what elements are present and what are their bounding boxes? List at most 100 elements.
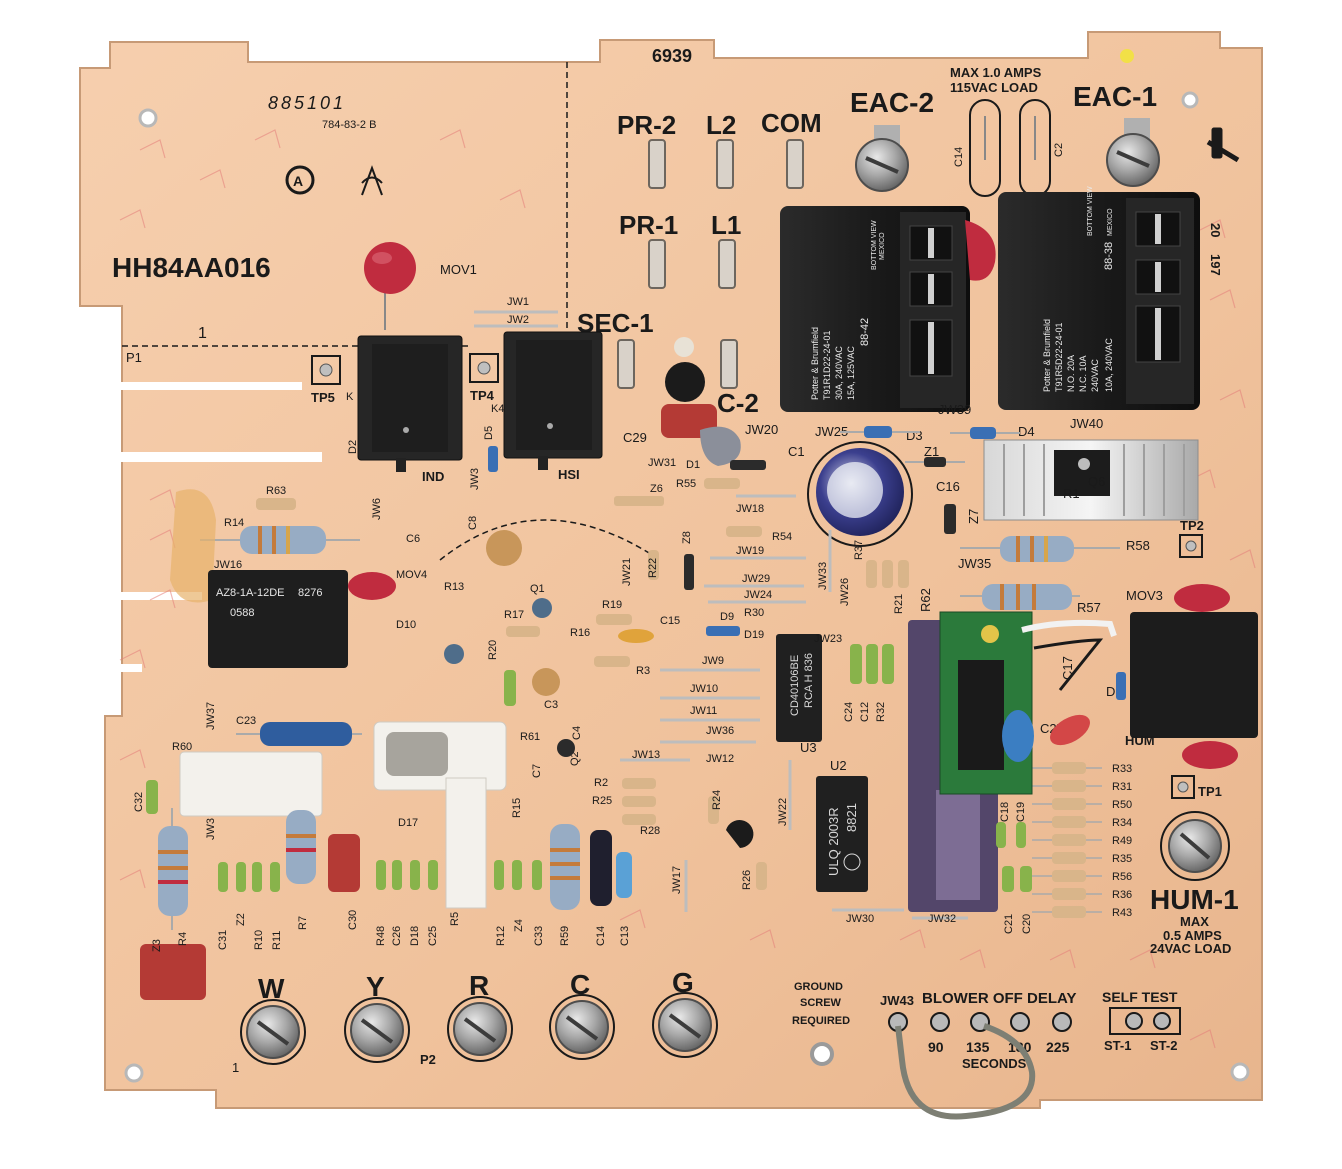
svg-text:R4: R4 (177, 932, 189, 946)
eac1-screw-terminal[interactable] (1106, 118, 1160, 187)
capacitor-blue-axial (236, 722, 362, 746)
c29-label: C29 (623, 430, 647, 445)
svg-text:JW17: JW17 (671, 866, 683, 894)
terminal-pr1-label: PR-1 (619, 210, 678, 240)
c2-partial-label: C-2 (717, 388, 759, 418)
svg-text:A: A (293, 173, 303, 189)
black-wire (1033, 638, 1104, 691)
capacitor-red-ceramic (1050, 714, 1090, 746)
svg-text:D18: D18 (409, 926, 421, 946)
board-code: 784-83-2 B (322, 119, 376, 131)
relay-small-markings: AZ8-1A-12DE 8276 0588 (216, 587, 322, 619)
terminal-g-label: G (672, 967, 694, 998)
heatsink-q6 (983, 439, 1199, 521)
svg-text:240VAC: 240VAC (1090, 359, 1100, 392)
glue-blob-left (170, 489, 216, 603)
relay-ind (357, 335, 463, 472)
svg-text:JW22: JW22 (777, 798, 789, 826)
terminal-c-label: C (570, 969, 590, 1000)
svg-text:R22: R22 (647, 558, 659, 578)
svg-text:JW16: JW16 (214, 559, 242, 571)
resistor-array-right (1032, 762, 1102, 918)
svg-text:MEXICO: MEXICO (879, 232, 886, 260)
relay-k2-markings: Potter & Brumfield T91R5D22-24-01 N.O. 2… (1042, 186, 1115, 392)
svg-text:R60: R60 (172, 741, 192, 753)
hum1-screw-terminal[interactable] (1160, 811, 1230, 881)
svg-text:C7: C7 (531, 764, 543, 778)
tp4-testpoint (469, 353, 499, 383)
c2-top-label: C2 (1053, 143, 1065, 157)
diodes-top-row (840, 426, 1020, 439)
daughter-board (939, 611, 1034, 795)
terminal-g-screw[interactable] (652, 992, 718, 1058)
thermistor-black (665, 337, 705, 402)
svg-text:JW13: JW13 (632, 749, 660, 761)
c20-label: C20 (1021, 914, 1033, 934)
svg-text:Q1: Q1 (530, 583, 545, 595)
svg-text:JW30: JW30 (846, 913, 874, 925)
svg-text:BOTTOM VIEW: BOTTOM VIEW (871, 220, 878, 270)
svg-text:R21: R21 (893, 594, 905, 614)
svg-text:8821: 8821 (844, 803, 859, 832)
svg-text:0588: 0588 (230, 607, 254, 619)
label-197: 197 (1208, 254, 1223, 276)
r62-label: R62 (918, 588, 933, 612)
self-test-pins[interactable] (1125, 1012, 1171, 1030)
mov4-varistor (348, 572, 396, 600)
svg-text:R31: R31 (1112, 781, 1132, 793)
svg-text:C13: C13 (619, 926, 631, 946)
eac2-screw-terminal[interactable] (855, 125, 909, 192)
svg-text:R24: R24 (711, 790, 723, 810)
svg-text:R32: R32 (875, 702, 887, 722)
board-model: HH84AA016 (112, 252, 271, 283)
resistor-r59 (550, 824, 580, 910)
mov3-varistor (1174, 584, 1230, 612)
pin-one-label: 1 (198, 325, 207, 342)
svg-text:R61: R61 (520, 731, 540, 743)
thermostat-terminal-labels: W Y R C G (258, 967, 694, 1004)
jw20-label: JW20 (745, 422, 778, 437)
svg-text:Z3: Z3 (151, 939, 163, 952)
mov1-varistor (364, 242, 416, 330)
svg-text:R12: R12 (495, 926, 507, 946)
self-test-box (1109, 1007, 1181, 1035)
svg-text:T91R5D22-24-01: T91R5D22-24-01 (1054, 322, 1064, 392)
capacitors-c18-c19-c21-c20 (996, 822, 1032, 892)
svg-text:R5: R5 (449, 912, 461, 926)
svg-text:N.C. 10A: N.C. 10A (1078, 355, 1088, 392)
svg-text:R7: R7 (297, 916, 309, 930)
svg-text:REQUIRED: REQUIRED (792, 1015, 850, 1027)
svg-text:R56: R56 (1112, 871, 1132, 883)
terminal-l2-label: L2 (706, 110, 736, 140)
terminal-r-screw[interactable] (447, 996, 513, 1062)
p2-label: P2 (420, 1052, 436, 1067)
svg-text:D1: D1 (686, 459, 700, 471)
svg-text:RCA H 836: RCA H 836 (803, 653, 815, 708)
ceramic-resistor-white-middle (373, 721, 507, 909)
terminal-w-screw[interactable] (240, 999, 306, 1065)
terminal-y-screw[interactable] (344, 997, 410, 1063)
hum-rating-line2: 0.5 AMPS (1163, 928, 1222, 943)
capacitor-c1 (807, 441, 913, 547)
svg-text:15A, 125VAC: 15A, 125VAC (846, 346, 856, 400)
svg-text:N.O. 20A: N.O. 20A (1066, 355, 1076, 392)
svg-text:C33: C33 (533, 926, 545, 946)
tp5-label: TP5 (311, 390, 335, 405)
svg-text:D5: D5 (483, 426, 495, 440)
st2-label: ST-2 (1150, 1038, 1177, 1053)
terminal-c-screw[interactable] (549, 994, 615, 1060)
part-number: 885101 (268, 93, 346, 113)
tp1-label: TP1 (1198, 784, 1222, 799)
resistor-array-labels: R33 R31 R50 R34 R49 R35 R56 R36 R43 (1112, 763, 1132, 919)
svg-text:JW32: JW32 (928, 913, 956, 925)
svg-text:C26: C26 (391, 926, 403, 946)
spade-terminals[interactable] (617, 139, 804, 389)
resistor-r58 (960, 536, 1120, 562)
svg-text:C6: C6 (406, 533, 420, 545)
svg-text:R35: R35 (1112, 853, 1132, 865)
svg-text:R30: R30 (744, 607, 764, 619)
svg-text:ULQ 2003R: ULQ 2003R (826, 807, 841, 876)
resistor-r63 (256, 498, 296, 510)
p1-label: P1 (126, 350, 142, 365)
